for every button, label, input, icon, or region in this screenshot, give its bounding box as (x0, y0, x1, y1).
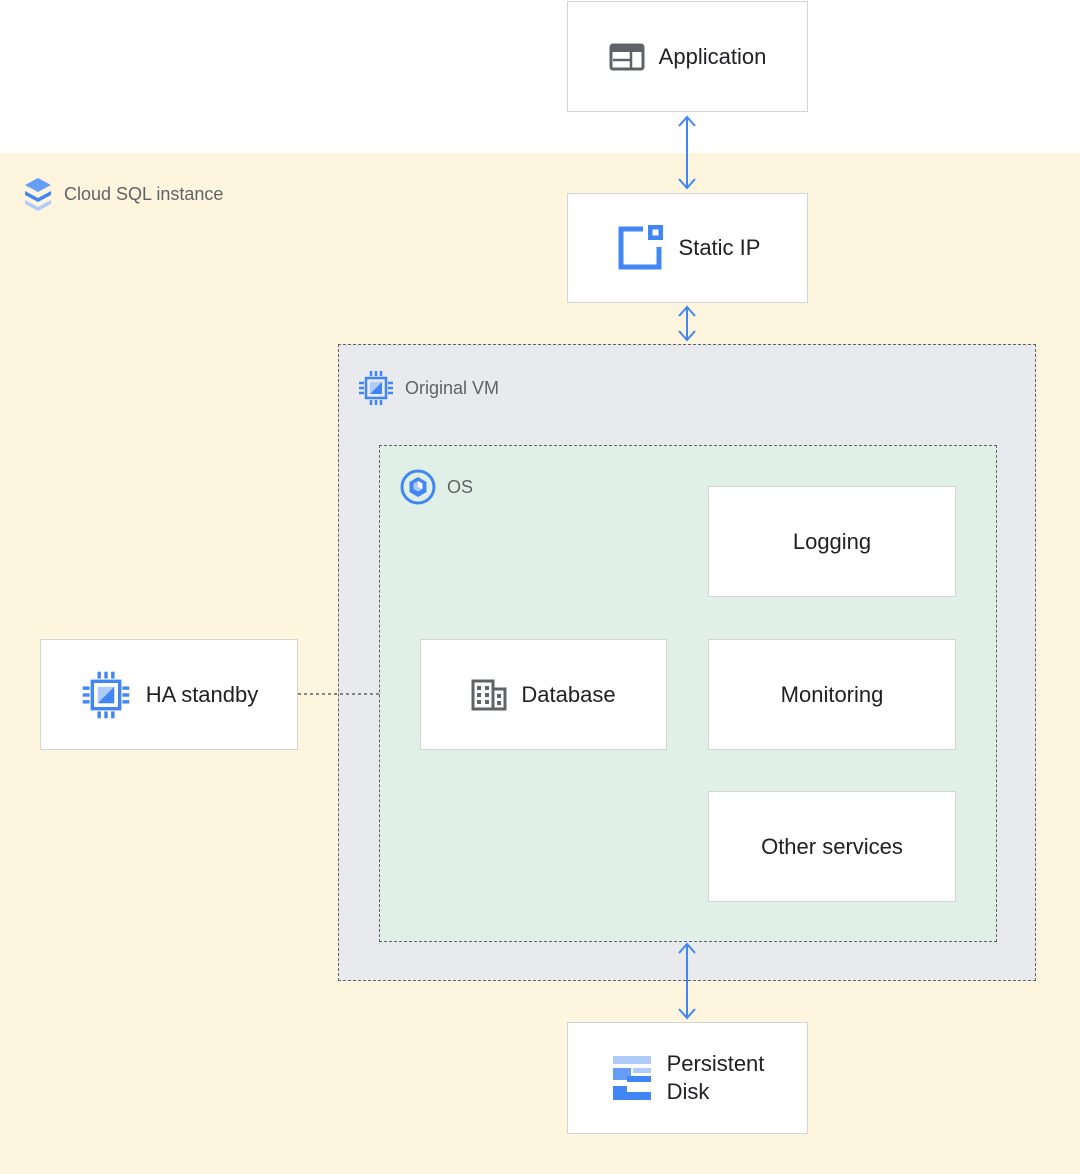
cloud-sql-instance-text: Cloud SQL instance (64, 183, 224, 204)
static-ip-node: Static IP (567, 193, 808, 303)
ha-standby-node: HA standby (40, 639, 298, 750)
database-node: Database (420, 639, 667, 750)
os-text: OS (447, 476, 474, 497)
logging-node: Logging (708, 486, 956, 597)
compute-engine-icon (357, 369, 395, 407)
os-icon (399, 468, 437, 506)
original-vm-label: Original VM (357, 369, 499, 407)
other-services-node: Other services (708, 791, 956, 902)
arrow-static-ip-vm (678, 305, 696, 342)
database-icon (471, 679, 507, 711)
static-ip-icon (615, 223, 665, 273)
database-label: Database (521, 681, 616, 707)
persistent-disk-label-line1: Persistent (666, 1051, 765, 1076)
application-label: Application (658, 43, 767, 69)
cloud-sql-icon (22, 176, 54, 212)
monitoring-label: Monitoring (780, 681, 884, 707)
cloud-sql-instance-label: Cloud SQL instance (22, 176, 223, 212)
compute-engine-icon (80, 669, 132, 721)
ha-standby-label: HA standby (145, 681, 259, 707)
persistent-disk-label-line2: Disk (666, 1079, 710, 1104)
monitoring-node: Monitoring (708, 639, 956, 750)
arrow-os-persistent-disk (678, 942, 696, 1020)
os-label: OS (399, 468, 473, 506)
logging-label: Logging (792, 528, 872, 554)
persistent-disk-label: Persistent Disk (667, 1050, 765, 1106)
persistent-disk-node: Persistent Disk (567, 1022, 808, 1134)
arrow-application-static-ip (678, 115, 696, 190)
application-icon (609, 43, 645, 71)
application-node: Application (567, 1, 808, 112)
static-ip-label: Static IP (678, 235, 761, 260)
other-services-label: Other services (761, 833, 903, 859)
persistent-disk-icon (611, 1054, 653, 1102)
original-vm-text: Original VM (405, 377, 500, 398)
